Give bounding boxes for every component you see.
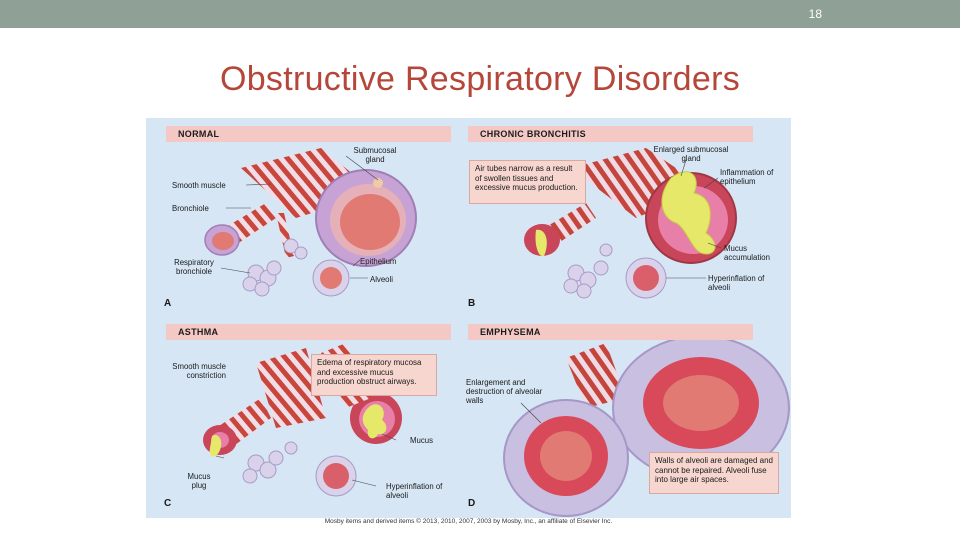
figure-illustrations <box>203 148 790 517</box>
panel-header-asthma: ASTHMA <box>166 324 451 340</box>
asthma-mucus <box>362 404 387 439</box>
label-inflammation: Inflammation of epithelium <box>720 168 774 186</box>
asthma-note: Edema of respiratory mucosa and excessiv… <box>311 354 437 396</box>
label-enlarged-gland: Enlarged submucosal gland <box>653 145 729 163</box>
label-respiratory-bronchiole: Respiratory bronchiole <box>174 258 214 276</box>
label-smooth-muscle-constriction: Smooth muscle constriction <box>172 362 226 380</box>
emphysema-illustration <box>503 335 790 517</box>
emphysema-note: Walls of alveoli are damaged and cannot … <box>649 452 779 494</box>
bronchitis-note: Air tubes narrow as a result of swollen … <box>469 160 586 204</box>
slide-title: Obstructive Respiratory Disorders <box>219 60 741 98</box>
asthma-alveoli-cluster <box>242 441 298 484</box>
emphysema-bronchiole <box>566 343 626 408</box>
panel-letter-d: D <box>468 498 476 509</box>
slide-number: 18 <box>808 7 822 21</box>
label-enlargement-destruction: Enlargement and destruction of alveolar … <box>466 378 543 405</box>
panel-letter-b: B <box>468 298 476 309</box>
label-asthma-hyperinflation: Hyperinflation of alveoli <box>386 482 443 500</box>
normal-alveoli-cluster <box>242 238 308 297</box>
panel-header-normal: NORMAL <box>166 126 451 142</box>
panel-header-emphysema: EMPHYSEMA <box>468 324 753 340</box>
panel-letter-a: A <box>164 298 172 309</box>
asthma-mucus-plug <box>209 434 222 457</box>
label-smooth-muscle: Smooth muscle <box>172 181 226 190</box>
label-bronchitis-hyperinflation: Hyperinflation of alveoli <box>708 274 765 292</box>
bronchitis-airway-illustration <box>524 148 737 299</box>
top-bar: 18 <box>0 0 960 28</box>
panel-header-bronchitis: CHRONIC BRONCHITIS <box>468 126 753 142</box>
normal-lumen <box>340 194 400 250</box>
label-epithelium: Epithelium <box>360 257 397 266</box>
bronchitis-alveoli-cluster <box>563 243 613 299</box>
bronchitis-mucus <box>661 171 716 255</box>
label-mucus: Mucus <box>410 436 433 445</box>
submucosal-gland <box>373 178 383 188</box>
respiratory-disorders-figure: NORMAL CHRONIC BRONCHITIS ASTHMA EMPHYSE… <box>146 118 791 518</box>
label-mucus-plug: Mucus plug <box>187 472 211 490</box>
label-alveoli: Alveoli <box>370 275 393 284</box>
panel-letter-c: C <box>164 498 172 509</box>
normal-airway-illustration <box>204 148 417 297</box>
label-submucosal-gland: Submucosal gland <box>353 146 397 164</box>
copyright-credit: Mosby items and derived items © 2013, 20… <box>324 518 613 525</box>
label-bronchiole: Bronchiole <box>172 204 209 213</box>
label-mucus-accumulation: Mucus accumulation <box>724 244 770 262</box>
asthma-bronchus <box>256 348 326 428</box>
